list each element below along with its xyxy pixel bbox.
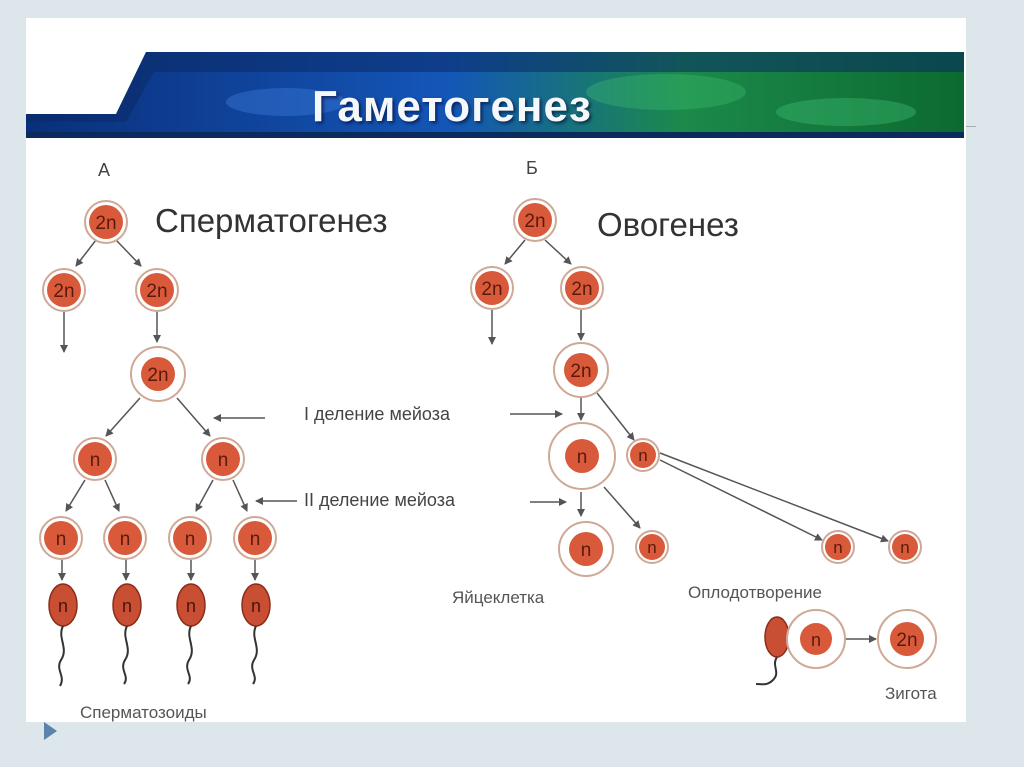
cell-n: n [73,437,117,481]
svg-text:n: n [218,450,229,471]
svg-text:n: n [56,529,67,550]
svg-text:2n: 2n [53,281,74,302]
cell-n: n [201,437,245,481]
svg-text:n: n [833,538,842,557]
svg-text:n: n [122,596,132,616]
cell-n-large: n [548,422,616,490]
title-banner [26,52,964,138]
svg-text:2n: 2n [571,279,592,300]
cell-2n-large: 2n [130,346,186,402]
spermatozoa-label: Сперматозоиды [80,703,207,722]
zygote-label: Зигота [885,684,937,703]
divider [966,126,976,127]
spermatogenesis-cells: 2n 2n 2n 2n n n n [39,200,277,560]
cell-2n-large: 2n [553,342,609,398]
svg-text:n: n [120,529,131,550]
cell-n: n [168,516,212,560]
svg-text:n: n [900,538,909,557]
oogenesis-arrows [488,239,889,643]
cell-2n: 2n [513,198,557,242]
svg-text:n: n [250,529,261,550]
cell-2n: 2n [42,268,86,312]
sperm-cell: n [112,583,142,685]
svg-text:n: n [185,529,196,550]
svg-text:2n: 2n [147,365,168,386]
egg-cell: n [786,609,846,669]
meiosis-pointer-arrows [213,410,567,506]
oogenesis-heading: Овогенез [597,206,739,243]
meiosis-1-label: I деление мейоза [304,404,450,424]
svg-text:n: n [647,538,656,557]
panel-b-label: Б [526,158,538,178]
sperm-cell: n [48,583,78,687]
cell-n: n [39,516,83,560]
spermatogenesis-heading: Сперматогенез [155,202,388,239]
svg-text:2n: 2n [146,281,167,302]
svg-text:n: n [577,447,588,468]
svg-text:2n: 2n [570,361,591,382]
oogenesis-cells: 2n 2n 2n 2n n n n [470,198,922,577]
sperm-cell [755,616,790,686]
svg-text:n: n [90,450,101,471]
polar-body: n [888,530,922,564]
sperm-cell: n [176,583,206,685]
sperm-cell: n [241,583,271,685]
fertilization-label: Оплодотворение [688,583,822,602]
spermatogenesis-arrows [58,239,259,581]
svg-text:2n: 2n [896,630,917,651]
svg-text:n: n [251,596,261,616]
zygote-cell: 2n [877,609,937,669]
svg-text:2n: 2n [524,211,545,232]
egg-cell-label: Яйцеклетка [452,588,545,607]
polar-body: n [821,530,855,564]
svg-text:2n: 2n [481,279,502,300]
cell-2n: 2n [560,266,604,310]
svg-text:n: n [811,630,821,650]
egg-cell: n [558,521,614,577]
cell-2n: 2n [135,268,179,312]
svg-text:2n: 2n [95,213,116,234]
fertilization-group: n 2n [755,609,937,686]
polar-body: n [635,530,669,564]
cell-2n: 2n [84,200,128,244]
svg-text:n: n [186,596,196,616]
meiosis-2-label: II деление мейоза [304,490,455,510]
svg-text:n: n [58,596,68,616]
svg-text:n: n [581,540,592,561]
next-slide-arrow-icon[interactable] [44,722,57,740]
panel-a-label: А [98,160,111,180]
slide-title: Гаметогенез [312,82,592,131]
spermatozoa: n n n n [48,583,271,687]
polar-body: n [626,438,660,472]
cell-n: n [103,516,147,560]
cell-n: n [233,516,277,560]
cell-2n: 2n [470,266,514,310]
svg-text:n: n [638,446,647,465]
